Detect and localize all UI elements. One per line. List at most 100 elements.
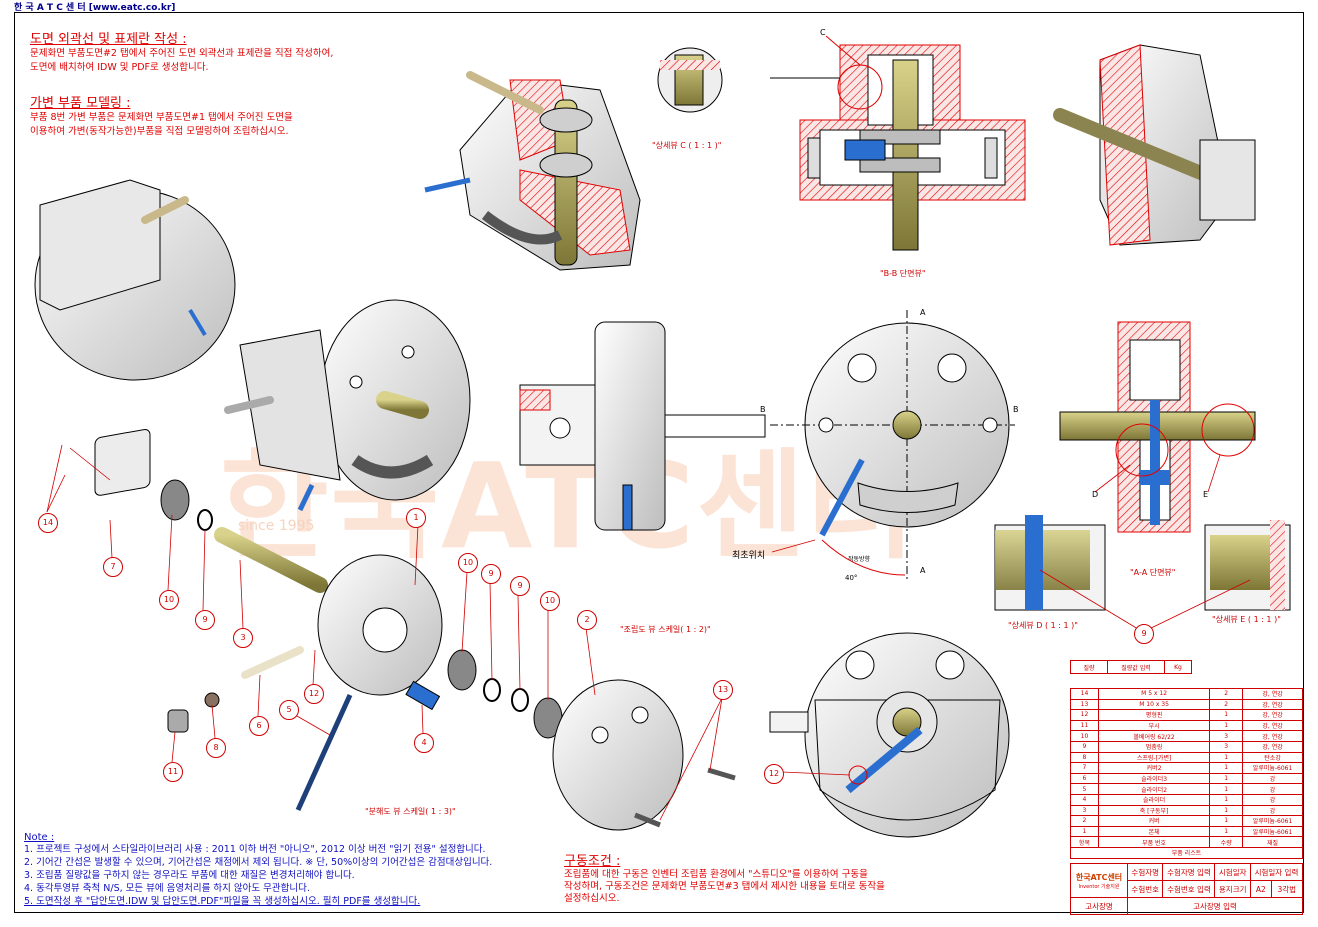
paper-size-label: 용지크기 [1214, 880, 1251, 898]
bom-cell: 슬라이더3 [1097, 772, 1211, 785]
bom-cell: 1 [1209, 772, 1244, 785]
balloon: 11 [163, 762, 183, 782]
bom-cell: 2 [1070, 815, 1099, 827]
modeling-line2: 이용하여 가변(동작가능한)부품을 직접 모델링하여 조립하십시오. [30, 126, 289, 137]
exam-date-value: 시험일자 입력 [1249, 863, 1304, 881]
header-text: 한 국 A T C 센 터 [www.eatc.co.kr] [14, 3, 176, 13]
bom-cell: 2 [1209, 698, 1244, 711]
exam-site-value: 고사장명 입력 [1127, 897, 1303, 915]
bom-cell: 5 [1070, 783, 1099, 795]
bom-cell: 강 [1242, 783, 1303, 795]
label-a-top: A [920, 308, 926, 317]
bom-cell: 슬라이더2 [1097, 783, 1211, 795]
bom-cell: 13 [1070, 698, 1099, 711]
bom-cell: 스프링-[가변] [1097, 751, 1211, 764]
detail-views-de [994, 515, 1291, 611]
mass-label: 질량 [1070, 660, 1108, 674]
bom-cell: 강, 연강 [1242, 709, 1303, 721]
examinee-name-label: 수험자명 [1126, 863, 1164, 881]
caption-detail-c: "상세뷰 C ( 1 : 1 )" [652, 141, 722, 150]
caption-initial-position: 최초위치 [732, 551, 766, 561]
balloon: 14 [38, 513, 58, 533]
caption-angle: 40° [845, 574, 858, 582]
note-line1: 1. 프로젝트 구성에서 스타일라이브러리 사용 : 2011 이하 버전 "아… [24, 844, 486, 855]
front-view [770, 310, 1015, 580]
bom-cell: M 10 x 35 [1097, 698, 1211, 711]
bom-cell: 7 [1070, 762, 1099, 774]
bom-cell: 강, 연강 [1242, 698, 1303, 711]
label-e: E [1203, 490, 1209, 499]
caption-detail-d: "상세뷰 D ( 1 : 1 )" [1008, 621, 1078, 630]
examinee-no-value: 수험번호 입력 [1162, 880, 1216, 898]
caption-section-bb: "B-B 단면뷰" [880, 269, 926, 278]
instructions-outline: 도면 외곽선 및 표제란 작성 : 문제화면 부품도면#2 탭에서 주어진 도면… [30, 28, 333, 75]
bom-cell: 1 [1070, 825, 1099, 838]
balloon: 9 [481, 564, 501, 584]
logo-cell: 한국ATC센터 Inventor 기술지원 [1070, 863, 1128, 898]
drive-line1: 조립품에 대한 구동은 인벤터 조립품 환경에서 "스튜디오"를 이용하여 구동… [564, 869, 868, 880]
bom-cell: 슬라이더 [1097, 793, 1211, 806]
outline-line1: 문제화면 부품도면#2 탭에서 주어진 도면 외곽선과 표제란을 직접 작성하여… [30, 48, 334, 59]
outline-title: 도면 외곽선 및 표제란 작성 : [30, 32, 187, 47]
bom-cell: 12 [1070, 709, 1099, 721]
bom-title: 부품 리스트 [1070, 846, 1303, 859]
balloon: 12 [764, 764, 784, 784]
exam-site-label: 고사장명 [1070, 897, 1128, 915]
bom-cell: 1 [1209, 815, 1244, 827]
bom-cell: 3 [1209, 740, 1244, 753]
bom-cell: 1 [1209, 751, 1244, 764]
note-line5: 5. 도면작성 후 "답안도면.IDW 및 답안도면.PDF"파일을 꼭 생성하… [24, 896, 421, 907]
note-line2: 2. 기어간 간섭은 발생할 수 있으며, 기어간섭은 채점에서 제외 됩니다.… [24, 857, 493, 868]
modeling-title: 가변 부품 모델링 : [30, 96, 131, 111]
caption-assembly-view: "조립도 뷰 스케일( 1 : 2)" [620, 625, 711, 634]
bom-cell: 1 [1209, 793, 1244, 806]
label-b-right: B [1013, 405, 1019, 414]
balloon: 3 [233, 628, 253, 648]
balloon: 5 [279, 700, 299, 720]
bom-cell: 강, 연강 [1242, 719, 1303, 732]
balloon: 2 [577, 610, 597, 630]
bom-cell: 재질 [1242, 836, 1303, 848]
bom-cell: 6 [1070, 772, 1099, 785]
section-view-bb [770, 35, 1026, 251]
iso-section-top-right [1053, 44, 1256, 246]
bom-cell: 9 [1070, 740, 1099, 753]
section-view-aa [1059, 321, 1256, 533]
balloon: 1 [406, 508, 426, 528]
bom-cell: 수량 [1209, 836, 1244, 848]
bom-cell: 강, 연강 [1242, 688, 1303, 700]
bom-cell: 2 [1209, 688, 1244, 700]
bom-cell: 14 [1070, 688, 1099, 700]
bom-cell: 1 [1209, 719, 1244, 732]
mass-table: 질량 질량값 입력 Kg [1070, 660, 1192, 674]
exploded-view [94, 429, 736, 831]
iso-cover-top-left [34, 179, 236, 381]
bom-cell: 멈춤링 [1097, 740, 1211, 753]
bom-cell: 커버2 [1097, 762, 1211, 774]
bom-cell: 커버 [1097, 815, 1211, 827]
balloon: 10 [159, 590, 179, 610]
title-block: 한국ATC센터 Inventor 기술지원 수험자명 수험자명 입력 시험일자 … [1070, 863, 1304, 915]
bom-cell: 볼베어링 62/22 [1097, 730, 1211, 742]
balloon: 7 [103, 557, 123, 577]
bom-cell: 강 [1242, 772, 1303, 785]
bom-title-row: 부품 리스트 [1070, 846, 1303, 859]
bom-cell: 부품 번호 [1097, 836, 1211, 848]
projection-value: 3각법 [1270, 880, 1304, 898]
bom-cell: 강 [1242, 804, 1303, 817]
bottom-view [769, 632, 1010, 838]
